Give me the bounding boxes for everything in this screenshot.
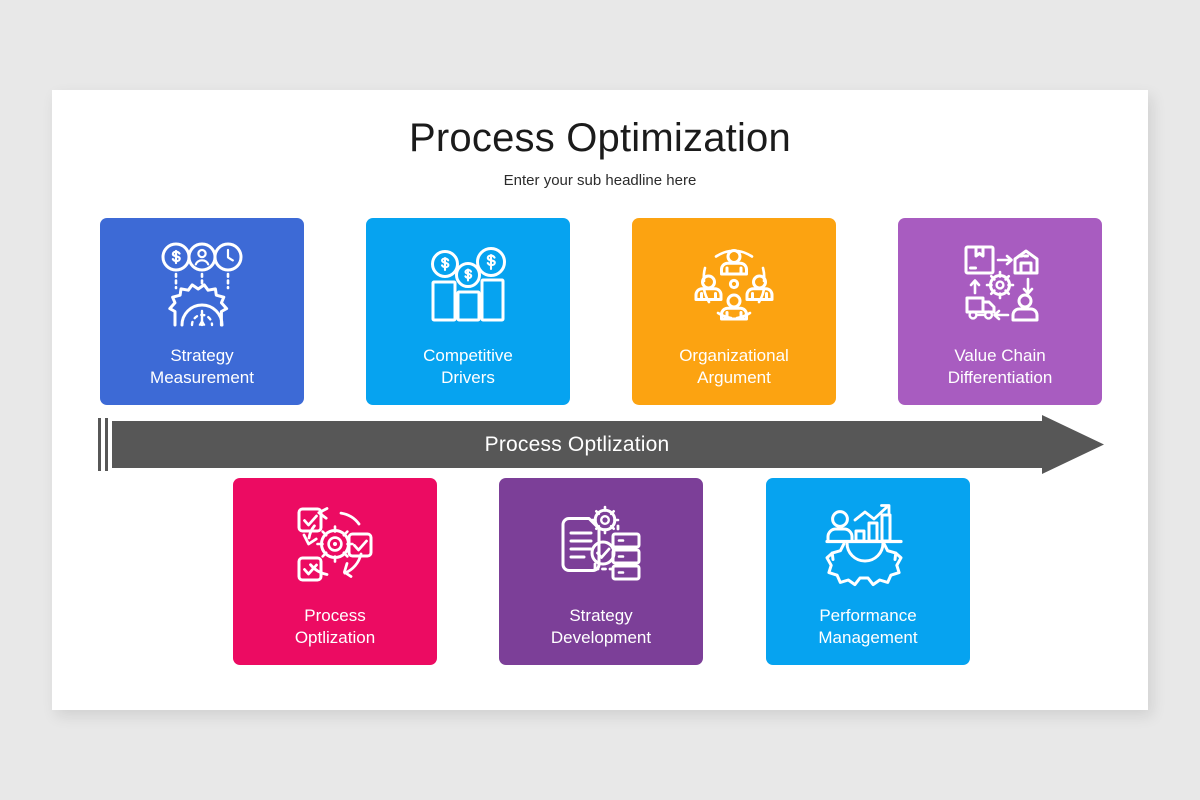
bar-chart-coins-icon bbox=[366, 218, 570, 345]
slide-canvas: Process Optimization Enter your sub head… bbox=[52, 90, 1148, 710]
process-cycle-gear-icon bbox=[233, 478, 437, 605]
card-strategy-measurement[interactable]: Strategy Measurement bbox=[100, 218, 304, 405]
supply-chain-icon bbox=[898, 218, 1102, 345]
card-label: Process Optlization bbox=[294, 606, 376, 647]
card-process-optlization[interactable]: Process Optlization bbox=[233, 478, 437, 665]
card-strategy-development[interactable]: Strategy Development bbox=[499, 478, 703, 665]
arrow-start-tick bbox=[98, 418, 101, 471]
team-network-icon bbox=[632, 218, 836, 345]
gauge-kpi-icon bbox=[100, 218, 304, 345]
card-label: Strategy Development bbox=[550, 606, 652, 647]
card-performance-management[interactable]: Performance Management bbox=[766, 478, 970, 665]
card-value-chain-differentiation[interactable]: Value Chain Differentiation bbox=[898, 218, 1102, 405]
card-competitive-drivers[interactable]: Competitive Drivers bbox=[366, 218, 570, 405]
page-title: Process Optimization bbox=[409, 116, 791, 160]
process-arrow-banner: Process Optlization bbox=[98, 415, 1104, 474]
performance-gear-chart-icon bbox=[766, 478, 970, 605]
card-label: Organizational Argument bbox=[679, 346, 789, 387]
document-gear-server-icon bbox=[499, 478, 703, 605]
page-subtitle: Enter your sub headline here bbox=[503, 172, 697, 189]
card-organizational-argument[interactable]: Organizational Argument bbox=[632, 218, 836, 405]
right-arrow-band-icon bbox=[112, 415, 1104, 474]
card-label: Strategy Measurement bbox=[150, 346, 254, 387]
arrow-start-tick bbox=[105, 418, 108, 471]
card-label: Value Chain Differentiation bbox=[947, 346, 1053, 387]
card-label: Performance Management bbox=[818, 606, 918, 647]
card-label: Competitive Drivers bbox=[423, 346, 513, 387]
